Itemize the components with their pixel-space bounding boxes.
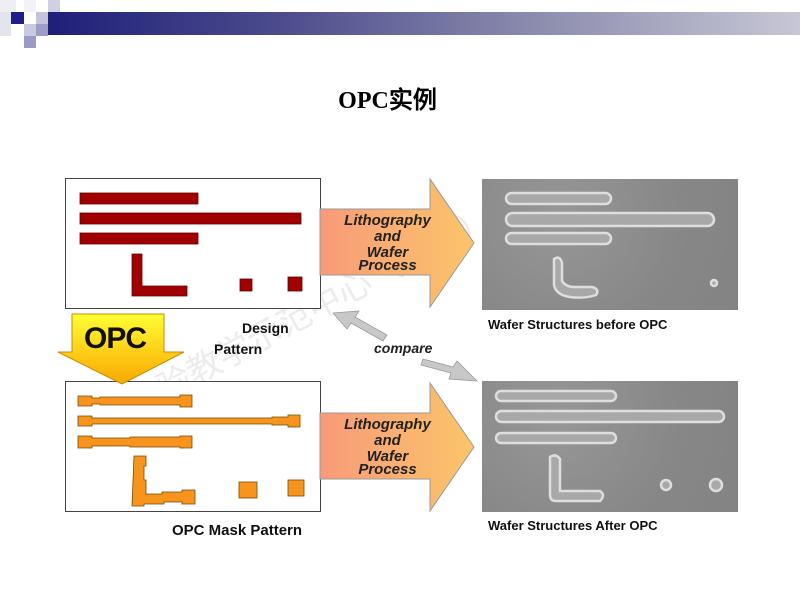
design-pattern-label: Design Pattern	[214, 320, 289, 357]
wafer-before-line-1	[504, 191, 613, 206]
design-line-3	[79, 232, 199, 245]
design-pattern-shapes	[79, 192, 303, 297]
process-arrow-bottom	[319, 381, 475, 513]
opc-arrow-label: OPC	[84, 322, 147, 355]
process-arrow-bottom-label: Lithography and Wafer Process	[344, 416, 431, 478]
design-pattern-panel	[65, 178, 321, 309]
opc-mask-panel	[65, 381, 321, 512]
design-line-2	[79, 212, 302, 225]
wafer-before-l-shape	[552, 256, 599, 299]
wafer-before-caption: Wafer Structures before OPC	[488, 317, 668, 332]
header-bar	[48, 12, 800, 35]
wafer-before-image	[482, 179, 738, 310]
compare-label: compare	[374, 340, 433, 356]
wafer-after-line-1	[494, 389, 618, 403]
opc-down-arrow	[57, 313, 185, 385]
design-l-shape	[131, 253, 188, 297]
design-square-1	[239, 278, 253, 292]
mask-line-3	[77, 435, 193, 449]
wafer-after-dot-2	[708, 477, 724, 493]
compare-arrow-up-left	[332, 310, 388, 342]
mask-line-1	[77, 394, 193, 408]
compare-arrow-down-right	[420, 358, 479, 382]
wafer-before-dot	[709, 278, 719, 288]
wafer-before-line-2	[504, 211, 716, 228]
wafer-before-line-3	[504, 231, 613, 246]
slide-title: OPC实例	[338, 88, 437, 114]
opc-mask-label: OPC Mask Pattern	[172, 522, 303, 539]
mask-square-1	[238, 481, 258, 499]
process-arrow-top-label: Lithography and Wafer Process	[344, 212, 431, 274]
design-line-1	[79, 192, 199, 205]
compare-arrows	[332, 310, 479, 382]
wafer-after-line-3	[494, 431, 618, 445]
process-arrow-top	[319, 177, 475, 309]
mask-line-2	[77, 414, 301, 428]
wafer-after-l-shape	[548, 454, 605, 503]
header-squares	[0, 0, 60, 50]
wafer-after-caption: Wafer Structures After OPC	[488, 518, 658, 533]
wafer-after-dot-1	[659, 478, 673, 492]
design-square-2	[287, 276, 303, 292]
opc-mask-shapes	[77, 394, 305, 507]
wafer-after-line-2	[494, 409, 726, 424]
wafer-after-image	[482, 381, 738, 512]
mask-square-2	[287, 479, 305, 497]
mask-l-shape	[131, 455, 196, 507]
